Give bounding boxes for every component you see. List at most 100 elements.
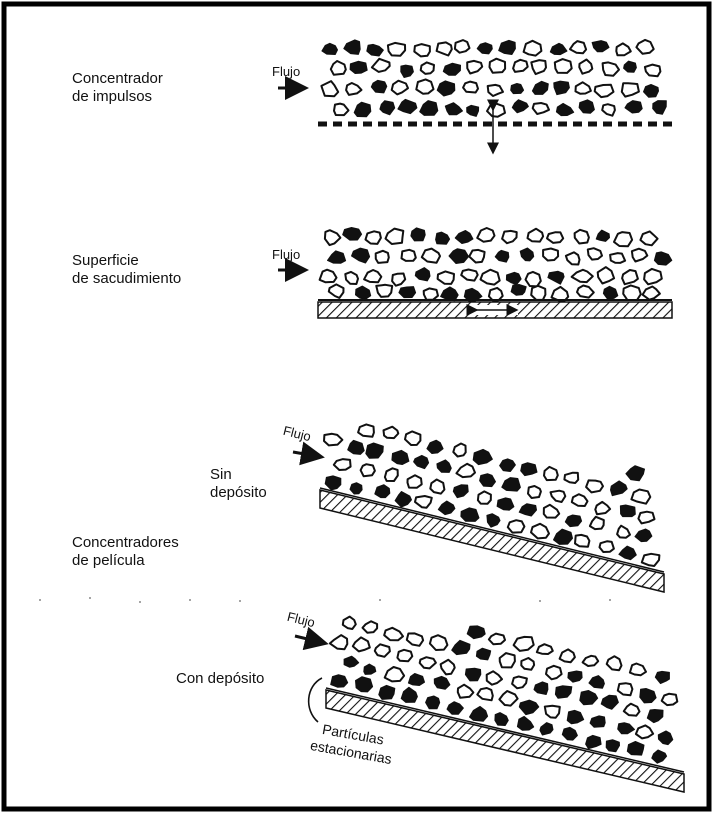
particle-sacudimiento [356,286,371,299]
particle-con-deposito [477,688,493,700]
particle-con-deposito [640,689,656,703]
label-sacudimiento-line1: Superficie [72,252,139,270]
particle-impulsos [579,100,594,114]
particle-sin-deposito [551,491,566,502]
particle-sin-deposito [430,480,444,494]
particle-con-deposito [560,649,575,662]
particle-impulsos [421,62,434,74]
particle-sin-deposito [619,546,636,560]
particle-con-deposito [606,740,619,752]
particle-sin-deposito [480,474,496,487]
particle-sin-deposito [586,480,603,492]
particle-sacudimiento [506,272,521,284]
particle-impulsos [414,44,430,56]
particle-impulsos [354,102,371,117]
particle-con-deposito [567,710,584,723]
particle-sacudimiento [572,270,593,282]
flow-arrow-con-deposito [295,636,320,642]
particle-con-deposito [353,637,370,651]
particle-impulsos [467,61,482,74]
particle-sin-deposito [437,460,451,473]
particle-sacudimiento [623,285,641,300]
particle-sin-deposito [497,498,514,510]
particle-sin-deposito [456,464,475,477]
particle-sin-deposito [361,464,375,476]
particle-sin-deposito [385,468,398,481]
particle-sin-deposito [635,529,652,542]
particle-con-deposito [534,682,548,695]
particle-con-deposito [624,704,640,716]
particle-con-deposito [397,650,412,662]
particle-impulsos [467,105,479,116]
particle-con-deposito [555,686,571,698]
particle-impulsos [331,61,346,75]
particle-sacudimiento [320,270,337,283]
particle-sacudimiento [526,272,541,287]
particle-impulsos [579,60,592,74]
particle-impulsos [346,83,361,95]
particle-sacudimiento [364,270,381,282]
particle-impulsos [443,63,460,75]
particle-con-deposito [583,656,599,666]
particle-sin-deposito [358,424,374,436]
particle-con-deposito [375,644,390,657]
flow-arrow-sin-deposito [293,452,316,456]
particle-sin-deposito [642,554,660,566]
particle-impulsos [380,101,395,115]
label-sacudimiento-line2: de sacudimiento [72,270,181,288]
particle-con-deposito [489,634,505,645]
particle-sacudimiento [477,228,494,242]
particle-sin-deposito [348,440,365,454]
particle-con-deposito [356,677,373,692]
particle-impulsos [321,81,338,96]
film-no-deposit [293,452,664,592]
particle-sin-deposito [392,450,409,464]
particle-sacudimiento [399,287,416,298]
particle-impulsos [576,82,591,93]
particle-impulsos [420,101,438,116]
particle-sin-deposito [564,473,578,483]
particle-con-deposito [601,695,618,709]
particle-sin-deposito [350,483,362,494]
particle-con-deposito [500,653,515,667]
particle-con-deposito [487,671,502,684]
particle-sacudimiento [345,272,358,284]
particle-con-deposito [655,671,669,683]
particle-impulsos [371,80,387,93]
particle-sacudimiento [622,270,638,284]
particle-impulsos [653,101,667,115]
particle-con-deposito [562,727,577,740]
particle-sacudimiento [575,230,589,244]
particle-sacudimiento [481,270,500,285]
particle-impulsos [487,104,505,117]
particle-sacudimiento [376,251,389,263]
particle-con-deposito [430,635,448,650]
label-deposito: depósito [210,484,267,502]
particle-impulsos [437,81,455,96]
particle-sacudimiento [495,250,509,262]
particle-con-deposito [467,626,485,639]
particle-sacudimiento [329,284,344,298]
particle-sin-deposito [631,490,650,504]
label-pelicula-line2: de película [72,552,145,570]
particle-sacudimiento [352,248,370,263]
particle-con-deposito [537,644,553,654]
particle-sacudimiento [588,248,602,259]
particle-sacudimiento [461,270,478,281]
particle-sin-deposito [528,486,541,498]
particle-impulsos [624,61,637,72]
particle-sin-deposito [572,494,588,506]
particle-con-deposito [658,731,673,745]
particle-sacudimiento [449,249,469,264]
particle-impulsos [636,40,653,54]
particle-con-deposito [408,674,424,686]
particle-impulsos [512,100,528,113]
particle-sin-deposito [611,481,628,496]
flow-label-impulsos: Flujo [272,64,300,79]
particle-sacudimiento [455,231,473,244]
particle-sin-deposito [461,508,479,522]
particle-sin-deposito [438,501,455,515]
particle-con-deposito [521,658,534,670]
particle-sin-deposito [531,524,549,539]
particle-impulsos [603,62,619,75]
